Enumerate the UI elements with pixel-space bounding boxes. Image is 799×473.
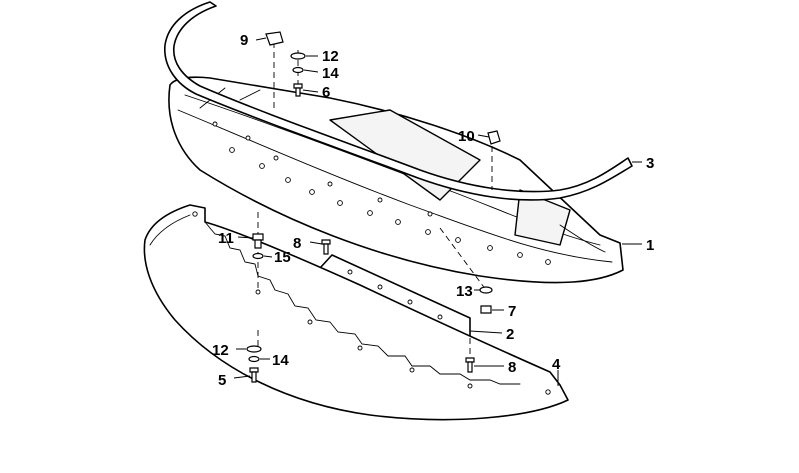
clip-nut-icon <box>265 31 284 46</box>
callout-13: 13 <box>456 283 473 300</box>
nut-icon <box>480 305 492 314</box>
part-1-mounting-holes <box>212 121 551 265</box>
clip-icon <box>487 130 501 145</box>
part-4-spoiler-lip <box>143 204 569 421</box>
callout-11: 11 <box>218 230 234 247</box>
screw-icon <box>321 239 331 255</box>
callout-labels: 1 2 3 4 5 6 7 8 8 9 10 11 12 12 13 14 14… <box>212 32 654 389</box>
fasteners <box>246 31 501 383</box>
lock-washer-icon <box>292 66 304 74</box>
callout-12-upper: 12 <box>322 48 339 65</box>
washer-icon <box>290 52 306 60</box>
callout-7: 7 <box>508 303 516 320</box>
callout-15: 15 <box>274 249 291 266</box>
callout-9: 9 <box>240 32 248 49</box>
washer-icon <box>252 252 264 260</box>
washer-icon <box>246 345 262 353</box>
callout-8-lower: 8 <box>508 359 516 376</box>
leader-lines <box>233 37 642 386</box>
bolt-icon <box>249 367 259 383</box>
callout-3: 3 <box>646 155 654 172</box>
screw-icon <box>465 357 475 373</box>
callout-1: 1 <box>646 237 654 254</box>
callout-2: 2 <box>506 326 514 343</box>
callout-6: 6 <box>322 84 330 101</box>
part-3-trim-strip <box>164 1 633 201</box>
callout-12-lower: 12 <box>212 342 229 359</box>
bolt-icon <box>293 83 303 97</box>
expansion-nut-icon <box>252 233 264 249</box>
callout-10: 10 <box>458 128 475 145</box>
assembly-lines <box>257 42 493 355</box>
callout-14-upper: 14 <box>322 65 339 82</box>
callout-14-lower: 14 <box>272 352 289 369</box>
callout-8-upper: 8 <box>293 235 301 252</box>
callout-5: 5 <box>218 372 226 389</box>
lock-washer-icon <box>248 355 260 363</box>
callout-4: 4 <box>552 356 561 373</box>
washer-icon <box>479 286 493 294</box>
